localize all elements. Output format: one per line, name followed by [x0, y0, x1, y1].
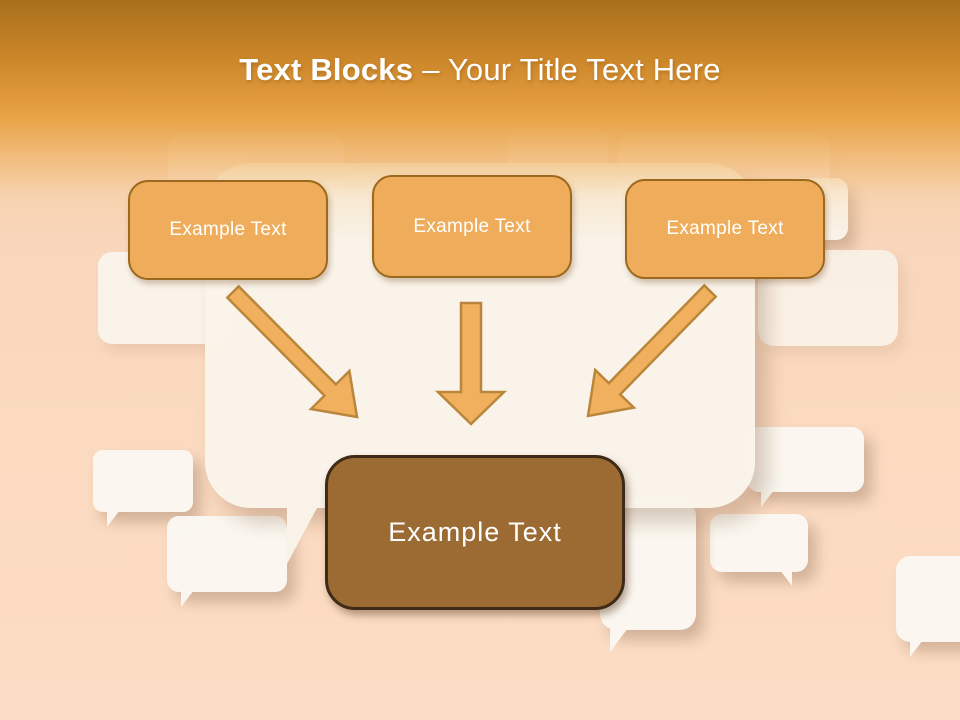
speech-bubble	[167, 516, 287, 607]
text-block-1: Example Text	[128, 180, 328, 280]
title-rest: – Your Title Text Here	[422, 52, 721, 87]
title-emphasis: Text Blocks	[239, 52, 414, 87]
result-block-label: Example Text	[388, 517, 562, 547]
text-block-2: Example Text	[372, 175, 572, 278]
text-block-2-label: Example Text	[413, 215, 531, 237]
speech-bubble	[93, 450, 193, 527]
text-block-3-label: Example Text	[666, 218, 784, 239]
speech-bubble	[710, 514, 808, 586]
slide-title: Text Blocks– Your Title Text Here	[0, 52, 960, 88]
speech-bubble	[747, 427, 864, 507]
text-block-3: Example Text	[625, 179, 825, 279]
speech-bubble	[896, 556, 960, 657]
result-block: Example Text	[325, 455, 625, 610]
text-block-1-label: Example Text	[169, 219, 287, 240]
